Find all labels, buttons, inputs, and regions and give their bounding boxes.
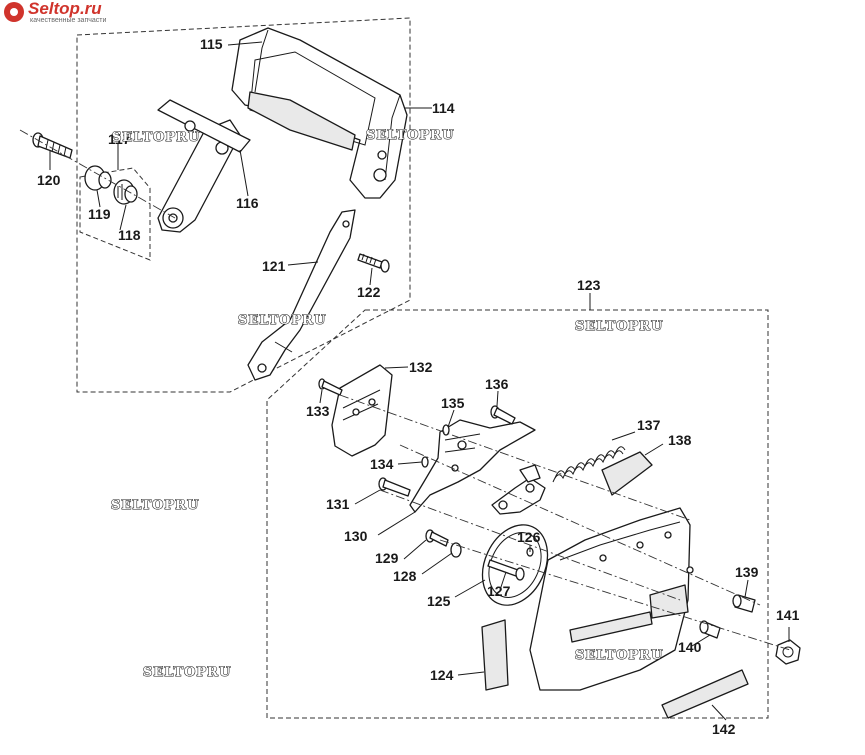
callout-labels: 114 115 116 117 118 119 120 121 122 123 … xyxy=(37,36,800,737)
callout-125: 125 xyxy=(427,593,451,609)
callout-128: 128 xyxy=(393,568,417,584)
callout-139: 139 xyxy=(735,564,759,580)
callout-121: 121 xyxy=(262,258,286,274)
callout-129: 129 xyxy=(375,550,399,566)
callout-133: 133 xyxy=(306,403,330,419)
screw-129 xyxy=(425,529,449,547)
bolt-120 xyxy=(32,132,73,159)
pin-134 xyxy=(421,456,429,468)
decal-142 xyxy=(661,669,749,719)
callout-114: 114 xyxy=(432,100,455,116)
sprocket-cover xyxy=(529,507,694,691)
callout-117: 117 xyxy=(108,131,131,147)
brake-cover-group-outline xyxy=(266,309,769,719)
bushing-119 xyxy=(84,165,112,191)
watermark: SELTOPRU xyxy=(111,498,199,513)
callout-116: 116 xyxy=(236,195,259,211)
watermark: SELTOPRU xyxy=(575,319,663,334)
callout-124: 124 xyxy=(430,667,454,683)
callout-118: 118 xyxy=(118,227,141,243)
leader-lines xyxy=(49,41,790,721)
screw-122 xyxy=(357,253,390,273)
nut-141 xyxy=(775,639,801,665)
callout-130: 130 xyxy=(344,528,368,544)
brake-drum xyxy=(481,524,549,606)
brand-logo: Seltop.ru качественные запчасти xyxy=(4,0,106,24)
callout-134: 134 xyxy=(370,456,394,472)
axis-line xyxy=(399,444,761,606)
callout-135: 135 xyxy=(441,395,465,411)
callout-140: 140 xyxy=(678,639,702,655)
callout-127: 127 xyxy=(487,583,511,599)
bolt-127 xyxy=(487,559,525,581)
callout-138: 138 xyxy=(668,432,692,448)
brake-lever xyxy=(247,209,356,381)
callout-141: 141 xyxy=(776,607,800,623)
callout-131: 131 xyxy=(326,496,350,512)
pin-139 xyxy=(732,594,756,613)
callout-126: 126 xyxy=(517,529,541,545)
pin-140 xyxy=(699,620,721,639)
watermark: SELTOPRU xyxy=(238,313,326,328)
callout-142: 142 xyxy=(712,721,736,737)
plate-screw xyxy=(184,120,196,132)
axis-line xyxy=(439,539,791,651)
watermark: SELTOPRU xyxy=(366,128,454,143)
callout-119: 119 xyxy=(88,206,111,222)
hand-guard xyxy=(231,27,408,199)
callout-120: 120 xyxy=(37,172,61,188)
callout-123: 123 xyxy=(577,277,601,293)
callout-132: 132 xyxy=(409,359,433,375)
label-plate xyxy=(157,99,251,153)
callout-115: 115 xyxy=(200,36,223,52)
screw-136 xyxy=(490,405,516,425)
watermark: SELTOPRU xyxy=(112,130,200,145)
hand-guard-arm xyxy=(157,119,241,233)
cover-132 xyxy=(331,364,393,457)
axis-line xyxy=(19,129,176,219)
washer-128 xyxy=(450,542,462,558)
brake-linkage xyxy=(491,464,546,515)
callout-122: 122 xyxy=(357,284,381,300)
screw-131 xyxy=(378,477,411,497)
bushing-group-outline xyxy=(79,167,151,261)
bushing-118 xyxy=(113,179,138,205)
watermarks: SELTOPRU SELTOPRU SELTOPRU SELTOPRU SELT… xyxy=(110,127,663,680)
screw-133 xyxy=(318,378,343,396)
hand-guard-group-outline xyxy=(76,17,411,393)
watermark: SELTOPRU xyxy=(143,665,231,680)
brand-name: Seltop.ru xyxy=(28,0,102,18)
callout-136: 136 xyxy=(485,376,509,392)
plate-138 xyxy=(601,451,653,496)
callout-137: 137 xyxy=(637,417,661,433)
pin-135 xyxy=(442,424,450,436)
plate-124 xyxy=(481,619,509,691)
watermark: SELTOPRU xyxy=(575,648,663,663)
brand-tagline: качественные запчасти xyxy=(30,17,106,24)
axis-line xyxy=(339,394,691,521)
